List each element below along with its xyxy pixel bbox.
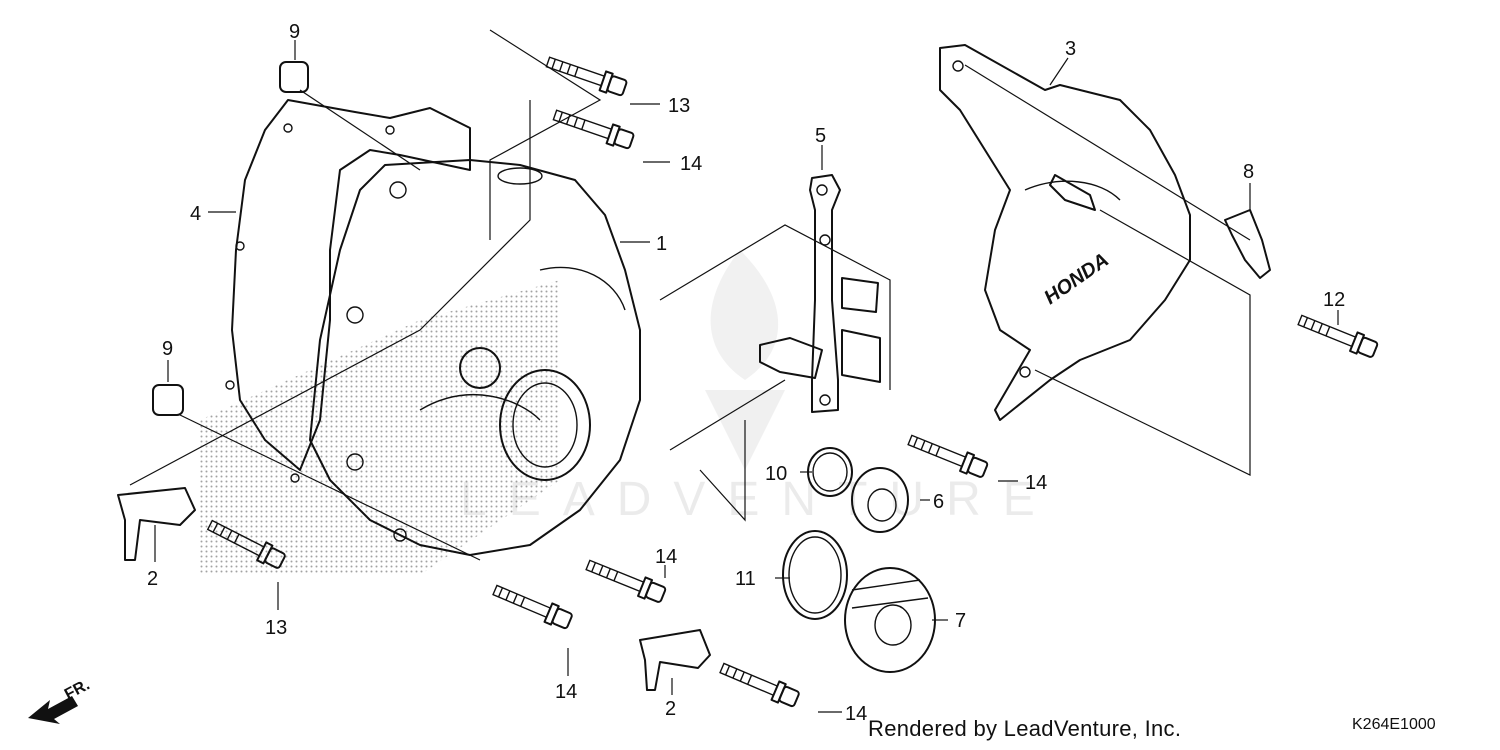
crankshaft-hole-cap-hex xyxy=(874,604,912,646)
callout-9: 9 xyxy=(162,338,173,360)
cover-hole xyxy=(393,528,407,542)
cover-hole xyxy=(389,181,407,199)
pad xyxy=(841,329,881,383)
callout-8: 8 xyxy=(1243,161,1254,183)
clip xyxy=(1224,209,1271,279)
cover-boss-inner xyxy=(512,382,578,468)
callout-3: 3 xyxy=(1065,38,1076,60)
callout-9: 9 xyxy=(289,21,300,43)
cover-hole xyxy=(346,306,364,324)
timing-hole-cap-hex xyxy=(867,488,897,522)
gasket-hole xyxy=(283,123,293,133)
wire-clamp xyxy=(639,629,711,691)
callout-14: 14 xyxy=(845,703,867,725)
o-ring-large xyxy=(782,530,848,620)
callout-4: 4 xyxy=(190,203,201,225)
cover-rib xyxy=(539,266,626,311)
gasket xyxy=(231,99,471,471)
cover-boss xyxy=(499,369,591,481)
callout-11: 11 xyxy=(735,568,756,590)
shroud-hole xyxy=(952,60,964,72)
callout-1: 1 xyxy=(656,233,667,255)
dowel-pin xyxy=(152,384,184,416)
cover-top-port xyxy=(497,167,543,185)
dowel-pin xyxy=(279,61,309,93)
bolt xyxy=(550,104,636,152)
callout-14: 14 xyxy=(1025,472,1047,494)
gasket-hole xyxy=(290,473,300,483)
bolt xyxy=(490,579,575,632)
callout-13: 13 xyxy=(668,95,690,117)
shroud-logo: HONDA xyxy=(1040,249,1113,309)
leader-lines xyxy=(129,29,1339,713)
watermark: LEADVENTURE xyxy=(460,250,1035,526)
callout-13: 13 xyxy=(265,617,287,639)
crankshaft-hole-cap xyxy=(844,567,936,673)
diagram-code: K264E1000 xyxy=(1352,716,1436,733)
callout-7: 7 xyxy=(955,610,966,632)
left-crankcase-cover xyxy=(309,159,641,556)
grommet xyxy=(759,337,823,379)
bracket-hole xyxy=(819,394,831,406)
callout-5: 5 xyxy=(815,125,826,147)
gasket-hole xyxy=(225,380,235,390)
callout-2: 2 xyxy=(665,698,676,720)
callout-6: 6 xyxy=(933,491,944,513)
cap-threads xyxy=(851,579,929,609)
cover-rib xyxy=(419,394,541,421)
timing-hole-cap xyxy=(851,467,909,533)
shadow-area xyxy=(200,280,560,575)
callout-2: 2 xyxy=(147,568,158,590)
render-credit: Rendered by LeadVenture, Inc. xyxy=(868,716,1182,741)
gasket-hole xyxy=(235,241,245,251)
cover-shroud xyxy=(939,44,1191,421)
callout-14: 14 xyxy=(555,681,577,703)
front-direction-arrow: FR. xyxy=(28,676,93,724)
gasket-hole xyxy=(385,125,395,135)
cover-port xyxy=(459,347,501,389)
o-ring-large-inner xyxy=(788,536,842,614)
callout-10: 10 xyxy=(765,463,787,485)
bracket-hole xyxy=(819,234,831,246)
shroud-hole xyxy=(1019,366,1031,378)
shroud-slot xyxy=(1049,174,1096,211)
callout-14: 14 xyxy=(655,546,677,568)
cover-hole xyxy=(346,453,364,471)
bracket-hole xyxy=(816,184,828,196)
callout-14: 14 xyxy=(680,153,702,175)
callout-12: 12 xyxy=(1323,289,1345,311)
wire-clamp xyxy=(117,487,196,561)
o-ring-small-inner xyxy=(812,452,848,492)
bracket xyxy=(809,174,841,413)
pad xyxy=(841,277,879,313)
shroud-rib xyxy=(1024,180,1121,201)
bolt xyxy=(717,657,802,710)
